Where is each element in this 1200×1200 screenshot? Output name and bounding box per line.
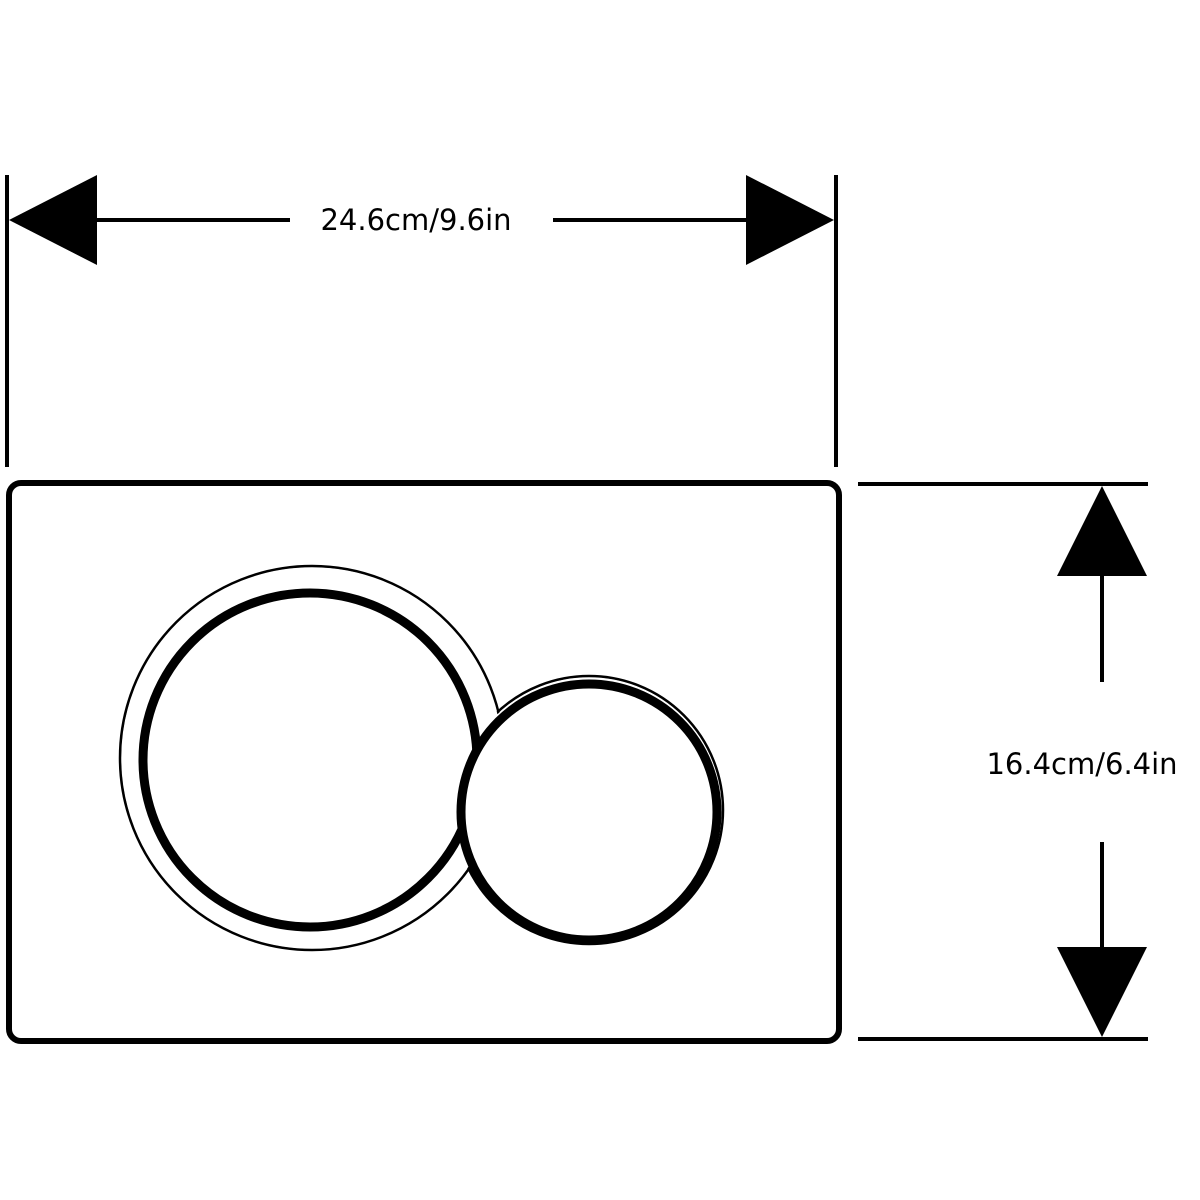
width-label: 24.6cm/9.6in (320, 203, 511, 237)
width-arrow-right-icon (746, 175, 834, 265)
small-flush-button (461, 684, 717, 940)
height-arrow-up-icon (1057, 486, 1147, 576)
plate-outline (6, 480, 842, 1044)
small-flush-button-ring (456, 679, 722, 945)
large-button-mask (121, 567, 503, 949)
height-label: 16.4cm/6.4in (986, 747, 1177, 781)
height-dimension: 16.4cm/6.4in (858, 482, 1178, 1041)
flush-plate (6, 480, 842, 1044)
height-arrow-down-icon (1057, 947, 1147, 1037)
width-arrow-left-icon (9, 175, 97, 265)
width-dimension: 24.6cm/9.6in (5, 175, 838, 467)
